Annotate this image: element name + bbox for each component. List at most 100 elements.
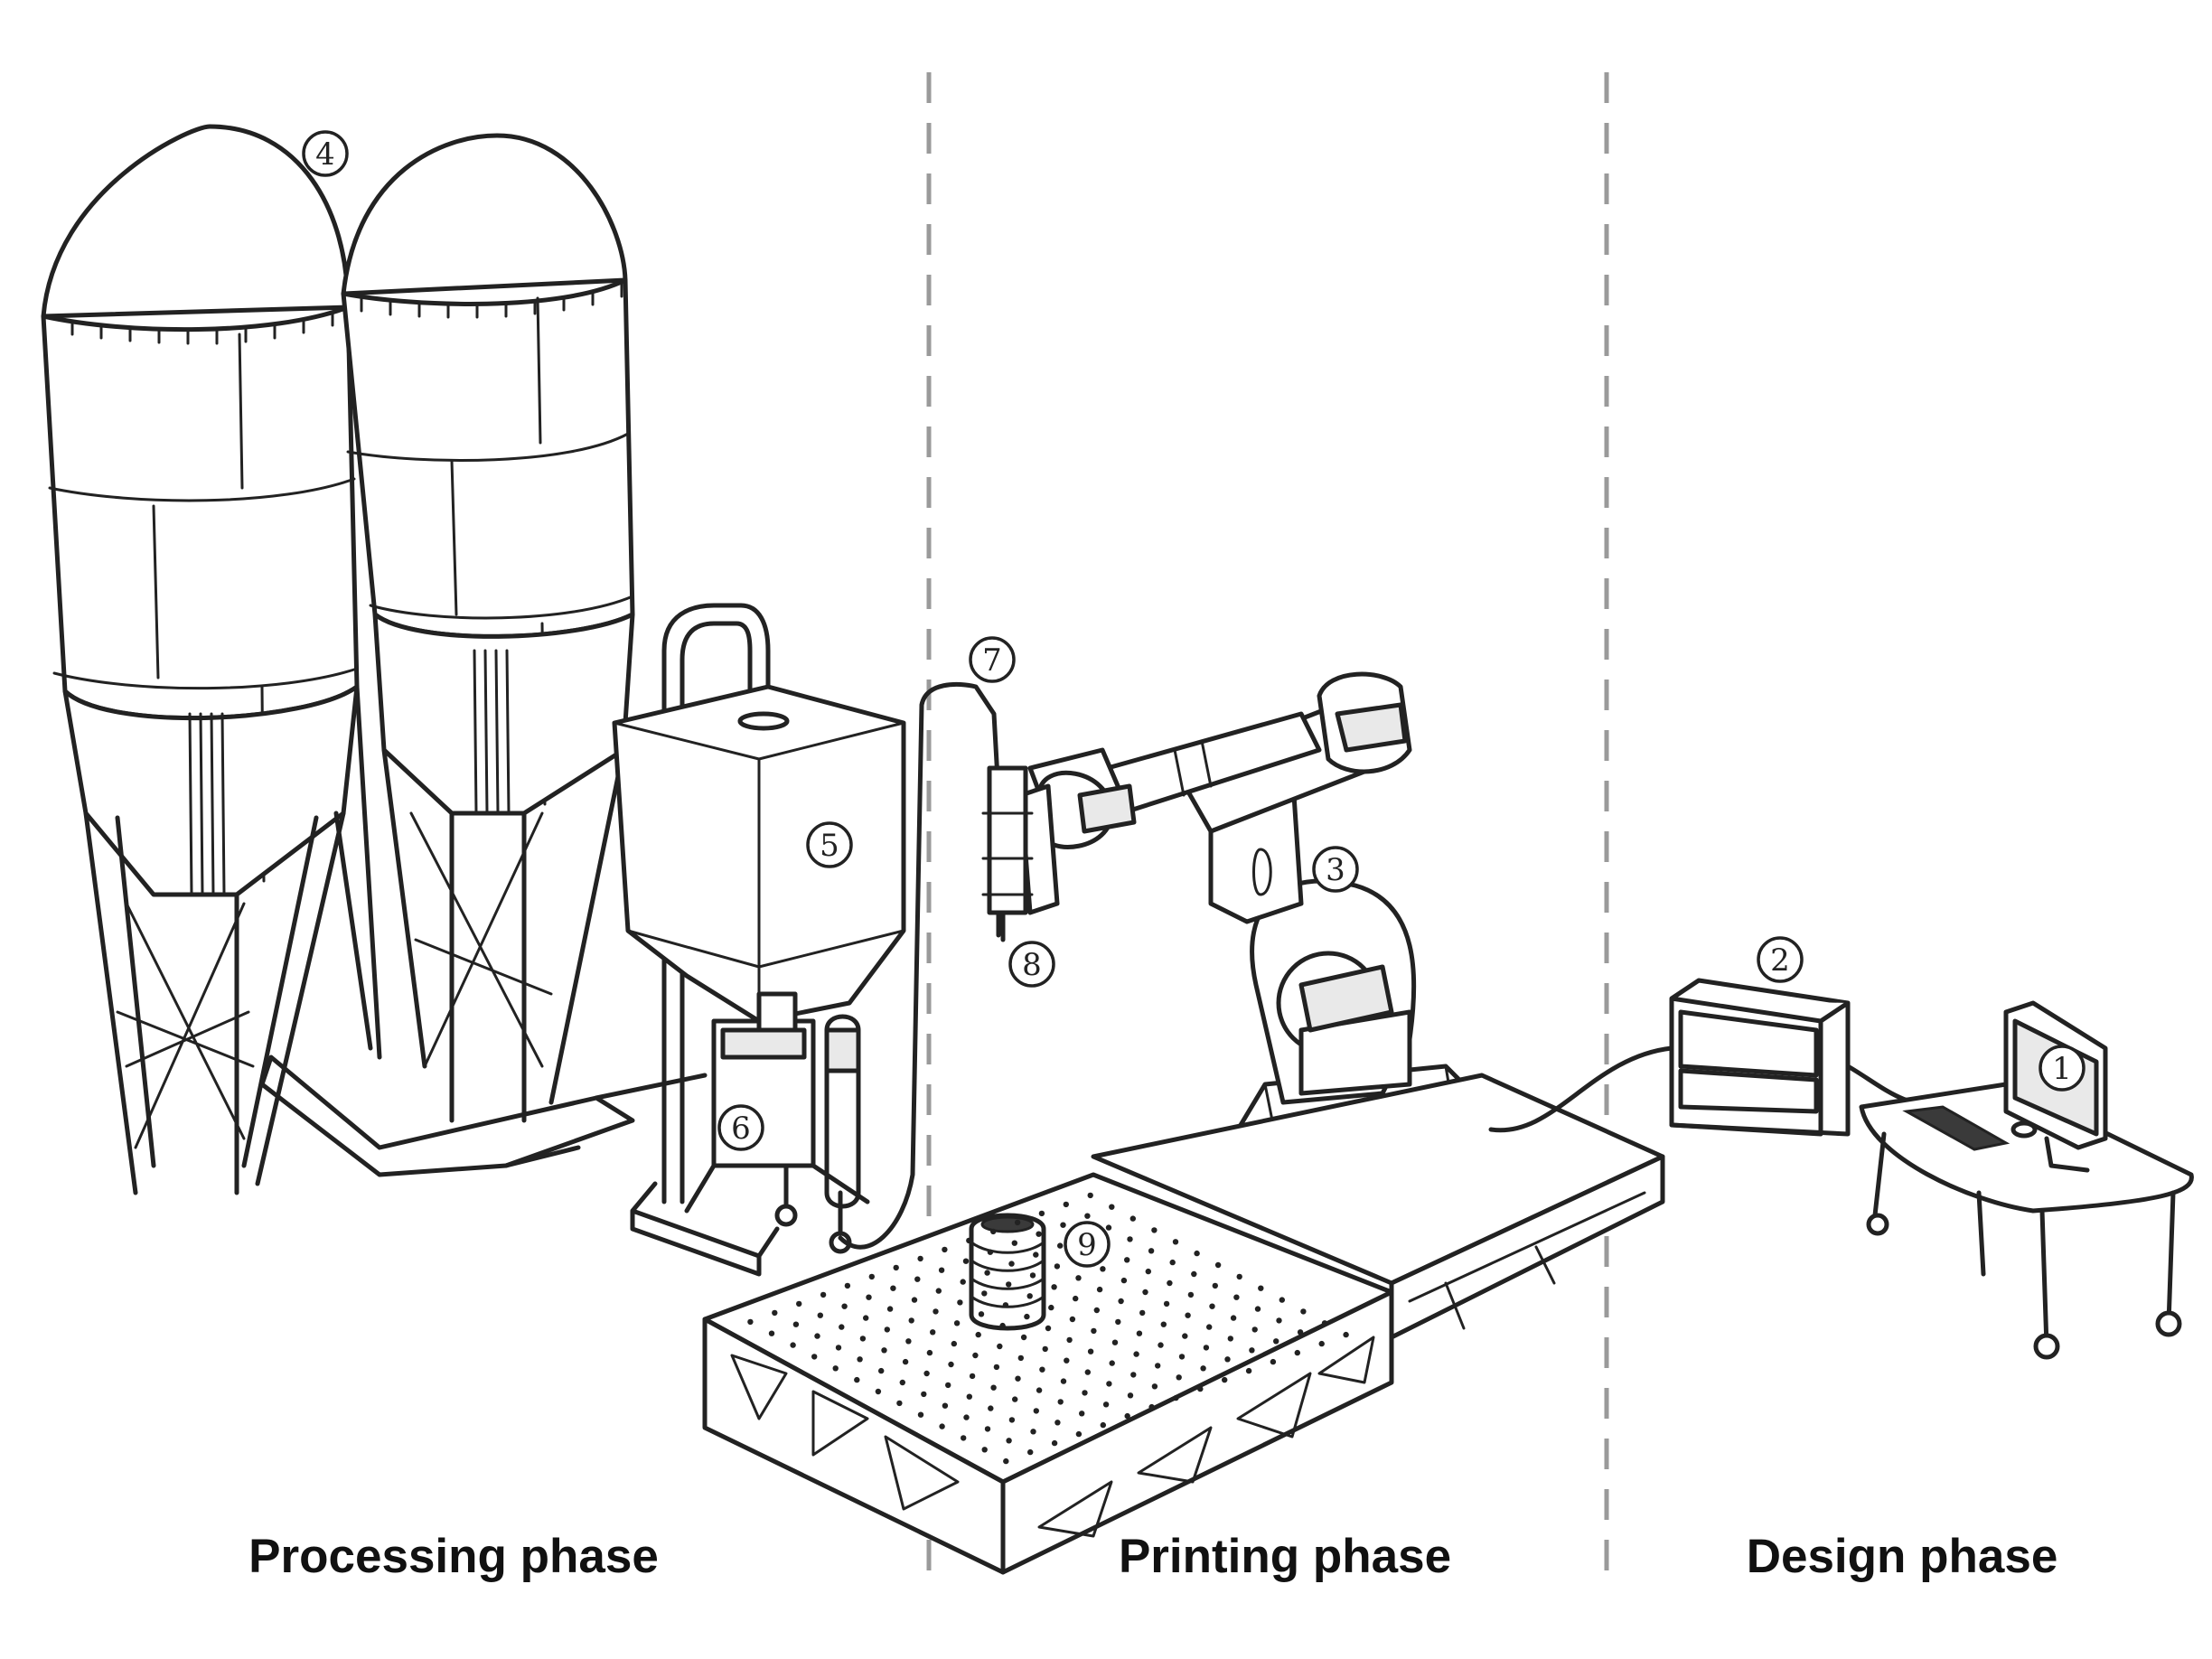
bed-hole xyxy=(1066,1336,1073,1344)
bed-hole xyxy=(1045,1325,1052,1332)
bed-hole xyxy=(1148,1403,1155,1411)
bed-hole xyxy=(1155,1363,1161,1369)
bed-hole xyxy=(772,1309,778,1317)
bed-hole xyxy=(768,1330,775,1336)
processing-phase-label: Processing phase xyxy=(248,1530,659,1583)
bed-hole xyxy=(1182,1333,1188,1339)
bed-hole xyxy=(990,1384,997,1391)
bed-hole xyxy=(1075,1430,1083,1438)
bed-hole xyxy=(987,1249,994,1255)
bed-hole xyxy=(1185,1312,1191,1318)
bed-hole xyxy=(890,1285,896,1291)
bed-hole xyxy=(1197,1385,1204,1392)
bed-hole xyxy=(1194,1250,1200,1257)
bed-hole xyxy=(1151,1383,1158,1390)
bed-hole xyxy=(1030,1429,1036,1435)
marker-8-label: 8 xyxy=(1022,947,1042,983)
bed-hole xyxy=(1039,1366,1045,1373)
marker-2-label: 2 xyxy=(1770,942,1790,979)
bed-hole xyxy=(1124,1257,1130,1263)
bed-hole xyxy=(863,1315,869,1321)
bed-hole xyxy=(1017,1354,1025,1362)
marker-8: 8 xyxy=(1008,941,1055,988)
silo-right xyxy=(341,133,635,1123)
bed-hole xyxy=(1075,1275,1082,1281)
bed-hole xyxy=(981,1447,988,1453)
bed-hole xyxy=(1060,1378,1067,1384)
bed-hole xyxy=(1191,1270,1197,1278)
bed-hole xyxy=(881,1347,887,1354)
bed-hole xyxy=(1033,1408,1040,1414)
bed-hole xyxy=(1084,1369,1092,1375)
bed-hole xyxy=(747,1318,754,1326)
bed-hole xyxy=(1130,1372,1137,1378)
bed-hole xyxy=(1003,1457,1009,1465)
bed-hole xyxy=(966,1237,972,1244)
bed-hole xyxy=(917,1411,924,1418)
bed-hole xyxy=(1224,1356,1231,1363)
bed-hole xyxy=(1251,1326,1258,1333)
bed-hole xyxy=(997,1343,1003,1350)
bed-hole xyxy=(1136,1330,1143,1336)
marker-9: 9 xyxy=(1064,1221,1111,1268)
bed-hole xyxy=(1105,1224,1112,1231)
bed-hole xyxy=(1343,1331,1349,1338)
bed-hole xyxy=(1029,1272,1036,1279)
bed-hole xyxy=(1042,1345,1048,1353)
bed-hole xyxy=(975,1331,981,1338)
bed-hole xyxy=(899,1379,905,1386)
bed-hole xyxy=(1051,1284,1057,1290)
bed-hole xyxy=(902,1358,909,1365)
bed-hole xyxy=(1048,1304,1054,1311)
bed-hole xyxy=(1057,1399,1064,1405)
bed-hole xyxy=(908,1317,914,1324)
bed-hole xyxy=(844,1282,851,1289)
bed-hole xyxy=(1082,1390,1088,1396)
bed-hole xyxy=(1254,1306,1261,1312)
bed-hole xyxy=(948,1361,954,1368)
bed-hole xyxy=(1060,1222,1066,1228)
bed-hole xyxy=(1294,1349,1301,1356)
bed-hole xyxy=(1124,1412,1130,1420)
bed-hole xyxy=(905,1338,912,1345)
bed-hole xyxy=(1249,1347,1255,1354)
bed-hole xyxy=(1172,1239,1179,1245)
bed-hole xyxy=(832,1365,839,1372)
bed-hole xyxy=(978,1311,985,1317)
bed-hole xyxy=(957,1299,963,1306)
bed-hole xyxy=(1106,1381,1112,1387)
bed-hole xyxy=(1063,1201,1070,1208)
bed-hole xyxy=(953,1320,961,1326)
bed-hole xyxy=(896,1400,903,1407)
bed-hole xyxy=(1015,1375,1021,1382)
bed-hole xyxy=(1008,1417,1016,1423)
bed-hole xyxy=(1163,1300,1170,1308)
bed-hole xyxy=(963,1414,970,1420)
bed-hole xyxy=(993,1364,1000,1371)
bed-hole xyxy=(866,1294,872,1300)
bed-hole xyxy=(1145,1268,1152,1275)
bed-hole xyxy=(1169,1259,1176,1266)
bed-hole xyxy=(1006,1438,1012,1444)
bed-hole xyxy=(1012,1396,1018,1402)
bed-hole xyxy=(1209,1303,1215,1309)
bed-hole xyxy=(1206,1324,1213,1330)
bed-hole xyxy=(990,1228,997,1235)
bed-hole xyxy=(1158,1342,1164,1348)
bed-hole xyxy=(859,1336,867,1342)
bed-hole xyxy=(1127,1392,1134,1399)
bed-hole xyxy=(1200,1365,1206,1372)
bed-hole xyxy=(884,1326,890,1333)
bed-hole xyxy=(1245,1367,1252,1374)
bed-hole xyxy=(966,1393,973,1400)
bed-hole xyxy=(969,1373,976,1380)
bed-hole xyxy=(875,1388,882,1395)
bed-hole xyxy=(1020,1334,1027,1341)
marker-7-label: 7 xyxy=(982,642,1002,679)
bed-hole xyxy=(1079,1411,1085,1417)
bed-hole xyxy=(972,1352,979,1359)
bed-hole xyxy=(1008,1261,1015,1267)
bed-hole xyxy=(1102,1401,1110,1408)
bed-hole xyxy=(1100,1421,1107,1429)
